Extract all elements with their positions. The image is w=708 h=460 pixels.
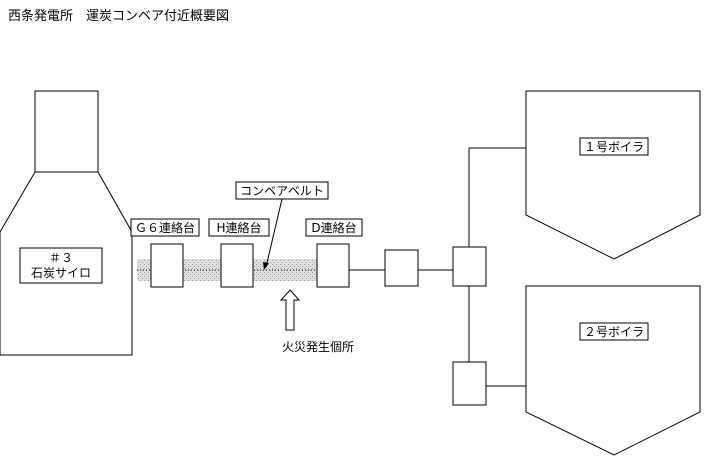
station-g6-label: Ｇ６連絡台 bbox=[135, 220, 195, 235]
silo-top bbox=[34, 90, 99, 173]
conveyor-label: コンベアベルト bbox=[240, 184, 324, 198]
boiler-2-label: ２号ボイラ bbox=[584, 325, 644, 339]
callout-arrow-icon bbox=[265, 198, 283, 268]
boiler-1-shape bbox=[525, 90, 701, 260]
junction-box bbox=[452, 246, 487, 287]
transfer-box-1 bbox=[384, 249, 419, 287]
station-d-box bbox=[316, 243, 350, 288]
up-arrow-icon bbox=[279, 289, 301, 331]
boiler-1-label-box bbox=[579, 137, 649, 156]
silo-label-name: 石炭サイロ bbox=[31, 266, 91, 280]
page-title: 西条発電所 運炭コンベア付近概要図 bbox=[8, 8, 229, 24]
boiler-2-shape bbox=[525, 285, 701, 456]
silo-label-number: ＃３ bbox=[49, 251, 73, 265]
station-h-label: H連絡台 bbox=[216, 220, 261, 235]
silo-label-box bbox=[19, 247, 103, 284]
station-d-label: D連絡台 bbox=[311, 220, 356, 235]
boiler-2-label-box bbox=[579, 322, 649, 341]
callout-arrow-head bbox=[263, 262, 269, 270]
transfer-box-2 bbox=[452, 361, 487, 406]
station-d-label-box bbox=[305, 218, 363, 237]
station-h-label-box bbox=[208, 218, 270, 237]
station-h-box bbox=[220, 243, 254, 288]
coal-silo: ＃３ 石炭サイロ bbox=[0, 90, 133, 356]
boiler-2: ２号ボイラ bbox=[525, 285, 701, 456]
station-g6-box bbox=[150, 243, 184, 288]
boiler-1: １号ボイラ bbox=[525, 90, 701, 260]
boiler-1-label: １号ボイラ bbox=[584, 140, 644, 154]
station-g6-label-box bbox=[130, 218, 200, 237]
fire-location-label: 火災発生個所 bbox=[282, 340, 354, 354]
